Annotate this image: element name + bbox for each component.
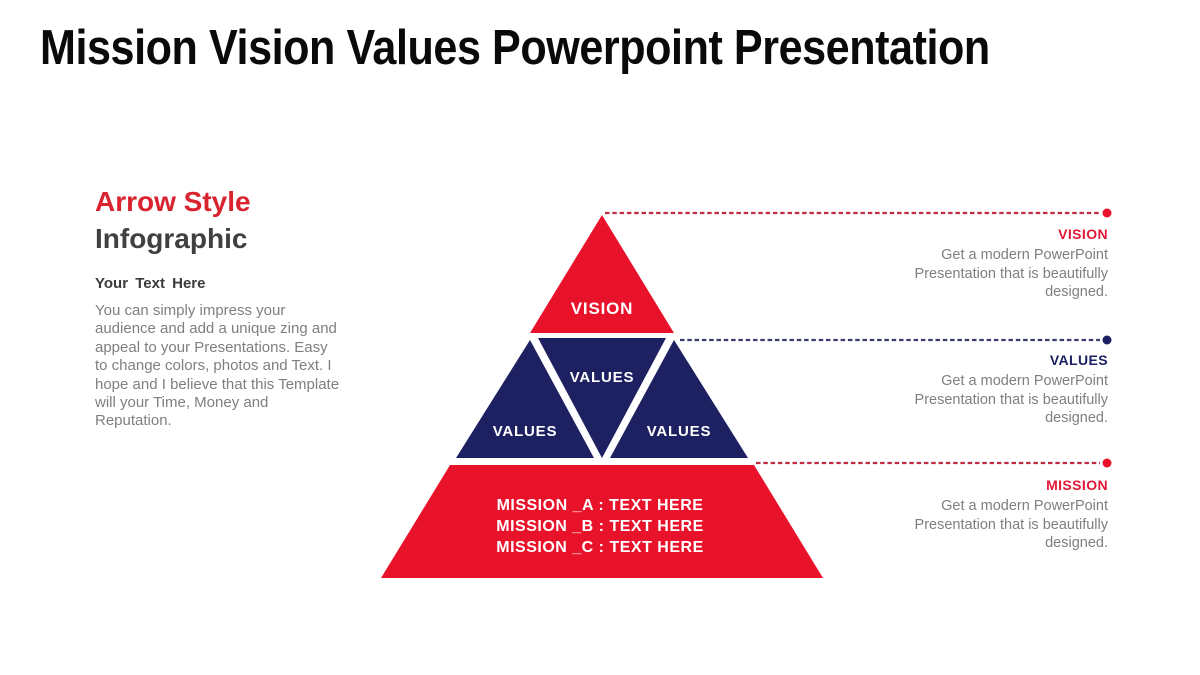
panel-body-line: to change colors, photos and Text. I xyxy=(95,357,332,375)
slide-title: Mission Vision Values Powerpoint Present… xyxy=(40,21,990,75)
callout-mission-text: Presentation that is beautifully xyxy=(914,516,1108,533)
callout-vision-text: designed. xyxy=(1045,284,1108,301)
callout-vision: VISION Get a modern PowerPoint Presentat… xyxy=(846,226,1108,302)
callout-mission-text: Get a modern PowerPoint xyxy=(941,498,1108,514)
panel-body-line: Reputation. xyxy=(95,412,172,430)
vision-triangle-label: VISION xyxy=(571,299,633,318)
panel-body-line: You can simply impress your xyxy=(95,302,286,319)
panel-body: You can simply impress your audience and… xyxy=(95,302,375,431)
values-center-triangle xyxy=(538,338,666,458)
callout-mission: MISSION Get a modern PowerPoint Presenta… xyxy=(846,477,1108,553)
panel-body-line: appeal to your Presentations. Easy xyxy=(95,338,328,356)
panel-heading-accent: Arrow Style xyxy=(95,186,251,217)
callout-values: VALUES Get a modern PowerPoint Presentat… xyxy=(846,352,1108,428)
callout-vision-text: Get a modern PowerPoint xyxy=(941,247,1108,263)
values-center-label: VALUES xyxy=(570,369,635,386)
left-text-panel: Arrow Style Infographic Your Text Here Y… xyxy=(95,183,375,431)
pyramid-infographic: VISION VALUES VALUES VALUES MISSION _A :… xyxy=(381,208,1112,578)
callout-mission-text: designed. xyxy=(1045,535,1108,552)
values-left-label: VALUES xyxy=(493,423,558,440)
mission-leader-dot-icon xyxy=(1102,458,1112,468)
panel-body-line: will your Time, Money and xyxy=(95,394,269,412)
values-right-label: VALUES xyxy=(647,423,712,440)
callout-mission-label: MISSION xyxy=(1046,477,1108,493)
mission-line-a: MISSION _A : TEXT HERE xyxy=(497,497,704,514)
vision-triangle xyxy=(530,215,674,333)
values-right-triangle xyxy=(610,340,748,458)
mission-line-b: MISSION _B : TEXT HERE xyxy=(496,518,703,535)
callout-vision-text: Presentation that is beautifully xyxy=(914,265,1108,282)
mission-trapezoid xyxy=(381,465,823,578)
panel-body-line: audience and add a unique zing and xyxy=(95,320,337,338)
mission-line-c: MISSION _C : TEXT HERE xyxy=(496,539,703,556)
panel-body-line: hope and I believe that this Template xyxy=(95,375,340,393)
values-left-triangle xyxy=(456,340,594,458)
panel-heading: Infographic xyxy=(95,223,248,254)
callout-values-text: designed. xyxy=(1045,410,1108,427)
values-leader-dot-icon xyxy=(1102,335,1112,345)
callout-vision-label: VISION xyxy=(1058,226,1108,242)
callout-values-text: Get a modern PowerPoint xyxy=(941,373,1108,389)
callout-values-label: VALUES xyxy=(1049,352,1108,368)
panel-subheading: Your Text Here xyxy=(95,275,206,292)
callout-values-text: Presentation that is beautifully xyxy=(914,391,1108,408)
vision-leader-dot-icon xyxy=(1102,208,1112,218)
